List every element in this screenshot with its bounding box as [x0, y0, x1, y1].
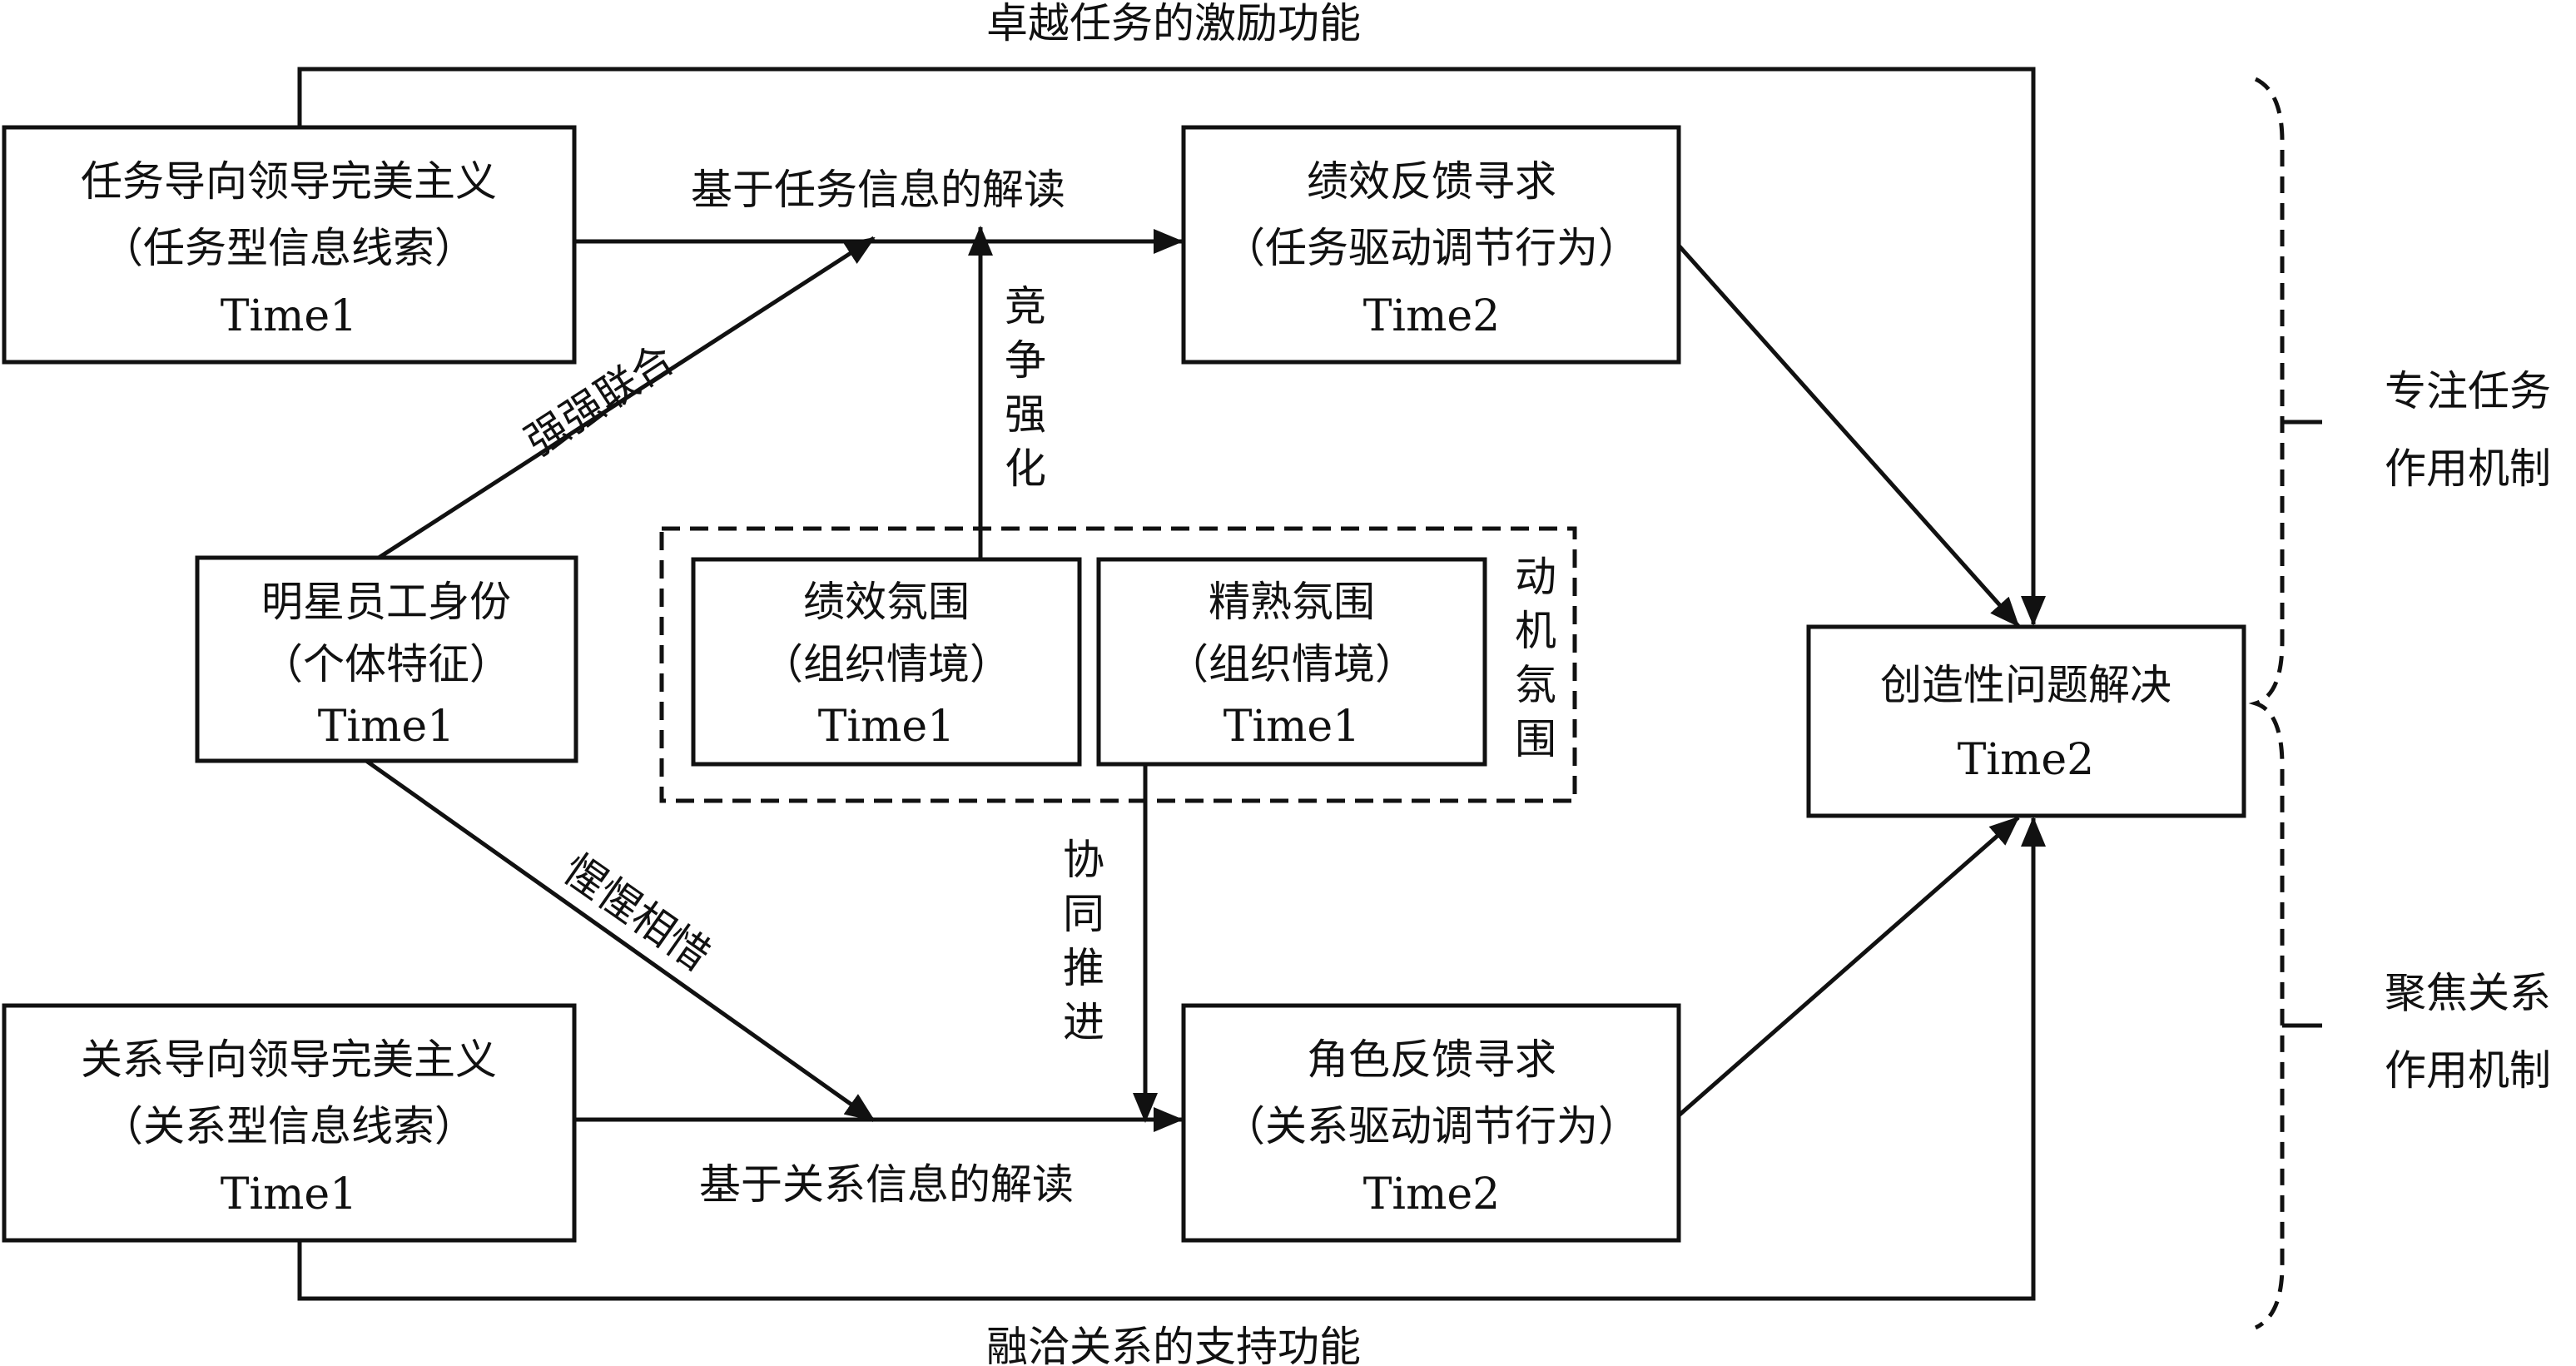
- role-feedback-subtitle: （关系驱动调节行为）: [1223, 1102, 1640, 1150]
- motivational-climate-group: 绩效氛围 （组织情境） Time1 精熟氛围 （组织情境） Time1 动 机 …: [659, 526, 1577, 803]
- focus-relation-mechanism-label: 聚焦关系 作用机制: [2385, 969, 2551, 1095]
- relation-leader-title: 关系导向领导完美主义: [81, 1036, 497, 1084]
- task-leader-title: 任务导向领导完美主义: [81, 157, 497, 206]
- svg-text:动: 动: [1515, 553, 1556, 601]
- performance-climate-time: Time1: [818, 702, 955, 752]
- box-star-employee-status: 明星员工身份 （个体特征） Time1: [195, 555, 578, 763]
- performance-feedback-title: 绩效反馈寻求: [1307, 157, 1556, 206]
- box-mastery-climate: 精熟氛围 （组织情境） Time1: [1096, 557, 1487, 767]
- task-leader-time: Time1: [221, 291, 357, 341]
- creative-problem-solving-time: Time2: [1958, 735, 2094, 785]
- svg-text:化: 化: [1005, 445, 1046, 493]
- svg-text:作用机制: 作用机制: [2385, 445, 2551, 493]
- performance-feedback-to-creativity-arrow: [1677, 244, 2020, 628]
- synergy-promote-label: 协 同 推 进: [1063, 836, 1104, 1046]
- performance-climate-subtitle: （组织情境）: [762, 640, 1011, 688]
- performance-climate-title: 绩效氛围: [803, 578, 970, 626]
- svg-text:作用机制: 作用机制: [2385, 1046, 2551, 1095]
- mastery-climate-time: Time1: [1223, 702, 1360, 752]
- compete-strengthen-label: 竞 争 强 化: [1005, 282, 1046, 493]
- role-feedback-title: 角色反馈寻求: [1307, 1036, 1556, 1084]
- box-performance-climate: 绩效氛围 （组织情境） Time1: [691, 557, 1082, 767]
- star-employee-time: Time1: [318, 702, 454, 752]
- star-employee-title: 明星员工身份: [261, 578, 511, 626]
- task-interpretation-label: 基于任务信息的解读: [691, 166, 1065, 214]
- svg-text:专注任务: 专注任务: [2385, 367, 2551, 415]
- relation-leader-time: Time1: [221, 1170, 357, 1219]
- top-path-line: [297, 67, 2046, 626]
- svg-text:围: 围: [1515, 715, 1556, 763]
- performance-feedback-time: Time2: [1363, 291, 1500, 341]
- box-performance-feedback-seeking: 绩效反馈寻求 （任务驱动调节行为） Time2: [1181, 125, 1681, 365]
- task-leader-subtitle: （任务型信息线索）: [102, 224, 476, 272]
- svg-text:聚焦关系: 聚焦关系: [2385, 969, 2551, 1017]
- svg-text:机: 机: [1515, 607, 1556, 655]
- creative-problem-solving-title: 创造性问题解决: [1880, 661, 2171, 709]
- mastery-climate-title: 精熟氛围: [1209, 578, 1375, 626]
- svg-text:进: 进: [1063, 998, 1104, 1046]
- svg-text:竞: 竞: [1005, 282, 1046, 330]
- focus-task-mechanism-label: 专注任务 作用机制: [2385, 367, 2551, 493]
- box-role-feedback-seeking: 角色反馈寻求 （关系驱动调节行为） Time2: [1181, 1003, 1681, 1243]
- role-feedback-to-creativity-arrow: [1677, 816, 2020, 1117]
- bottom-path-line: [297, 817, 2046, 1301]
- strong-alliance-arrow: [377, 236, 876, 560]
- svg-text:强: 强: [1005, 390, 1046, 439]
- performance-feedback-subtitle: （任务驱动调节行为）: [1223, 224, 1640, 272]
- svg-text:推: 推: [1063, 944, 1104, 992]
- relation-interpretation-label: 基于关系信息的解读: [699, 1160, 1074, 1209]
- mutual-appreciation-arrow: [365, 758, 876, 1123]
- svg-text:协: 协: [1063, 836, 1104, 884]
- top-path-label: 卓越任务的激励功能: [986, 0, 1361, 47]
- box-relation-leader-perfectionism: 关系导向领导完美主义 （关系型信息线索） Time1: [2, 1003, 577, 1243]
- svg-text:同: 同: [1063, 890, 1104, 938]
- right-brace: [2248, 77, 2285, 1330]
- role-feedback-time: Time2: [1363, 1170, 1500, 1219]
- bottom-path-label: 融洽关系的支持功能: [986, 1323, 1361, 1366]
- box-creative-problem-solving: 创造性问题解决 Time2: [1806, 624, 2246, 818]
- svg-text:氛: 氛: [1515, 661, 1556, 709]
- mastery-climate-subtitle: （组织情境）: [1167, 640, 1417, 688]
- star-employee-subtitle: （个体特征）: [261, 640, 511, 688]
- box-task-leader-perfectionism: 任务导向领导完美主义 （任务型信息线索） Time1: [2, 125, 577, 365]
- svg-text:争: 争: [1005, 336, 1046, 385]
- relation-leader-subtitle: （关系型信息线索）: [102, 1102, 476, 1150]
- motivational-climate-label: 动 机 氛 围: [1515, 553, 1556, 763]
